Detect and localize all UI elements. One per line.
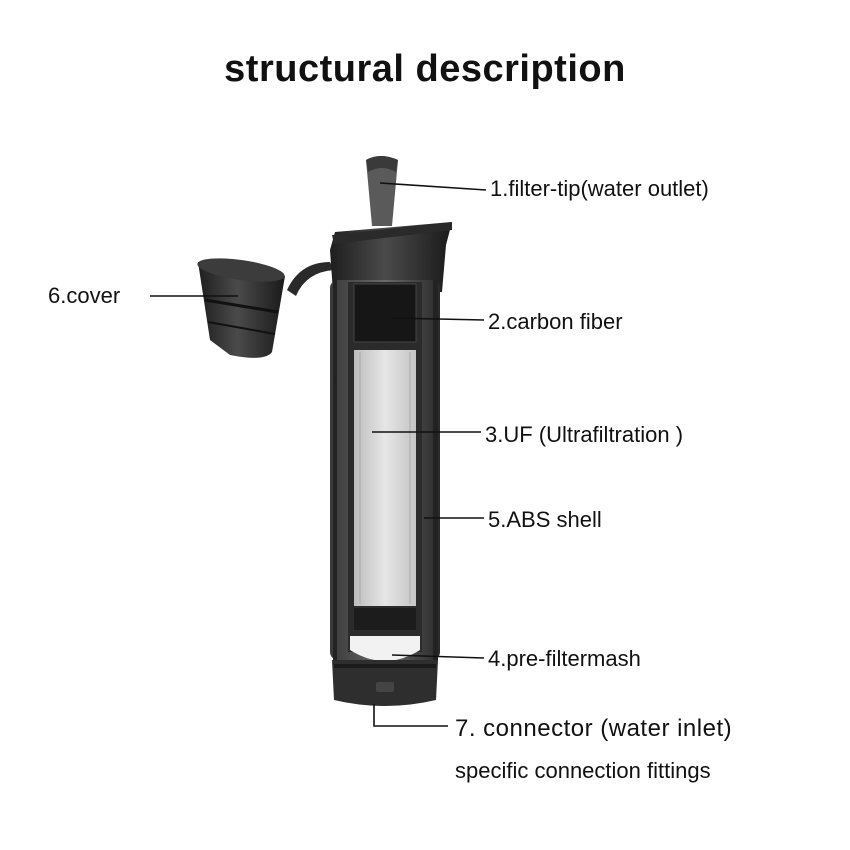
label-filter-tip: 1.filter-tip(water outlet) — [490, 176, 709, 201]
label-pre-filter: 4.pre-filtermash — [488, 646, 641, 671]
label-carbon-fiber: 2.carbon fiber — [488, 309, 623, 334]
label-uf: 3.UF (Ultrafiltration ) — [485, 422, 684, 447]
leader-lines — [150, 182, 487, 727]
label-connector-note: specific connection fittings — [455, 758, 711, 783]
filter-body — [330, 156, 452, 706]
diagram-title: structural description — [224, 48, 626, 90]
label-abs-shell: 5.ABS shell — [488, 507, 602, 532]
cover-part — [197, 258, 334, 358]
leader-carbon-fiber — [391, 317, 485, 321]
label-connector: 7. connector (water inlet) — [455, 715, 733, 742]
leader-connector — [373, 704, 448, 727]
leader-filter-tip — [379, 182, 487, 191]
label-cover: 6.cover — [48, 283, 121, 308]
leader-pre-filter — [391, 654, 485, 659]
